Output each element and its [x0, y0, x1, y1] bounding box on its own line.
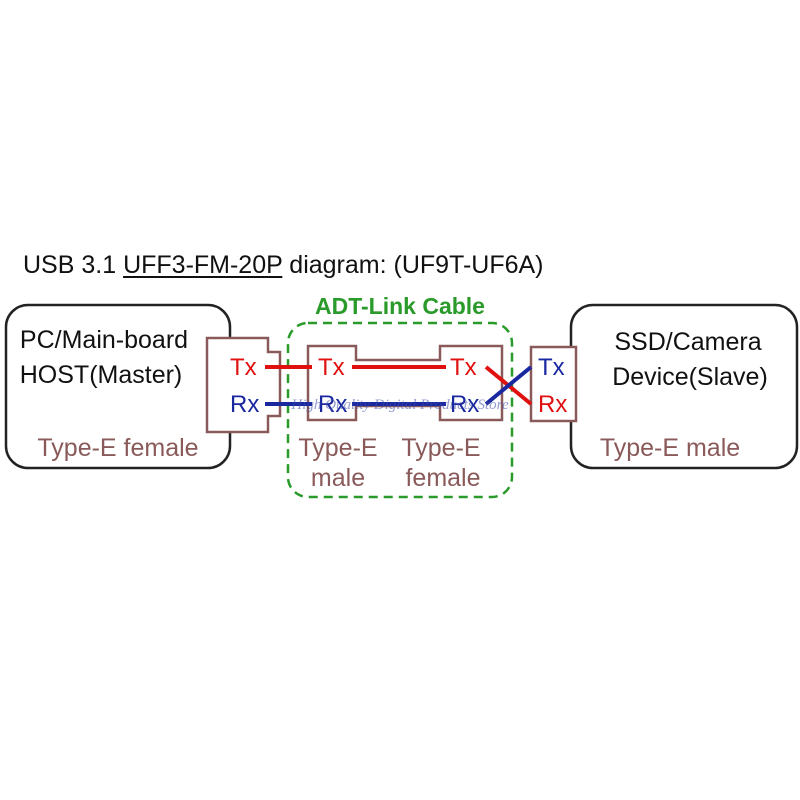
cable-enclosure	[286, 321, 514, 499]
device-connector-label: Type-E male	[600, 434, 740, 462]
title-prefix: USB 3.1	[23, 251, 124, 279]
cable-right-end-line2: female	[405, 464, 480, 492]
host-tx-label: Tx	[230, 354, 257, 381]
store-watermark: High Quality Digital Products Store	[290, 397, 509, 413]
title-suffix: diagram: (UF9T-UF6A)	[282, 251, 544, 279]
device-rx-label: Rx	[538, 391, 567, 418]
cable-label: ADT-Link Cable	[315, 293, 485, 319]
host-label-line1: PC/Main-board	[20, 326, 188, 354]
cable-male-plug	[306, 344, 504, 422]
diagram-title: USB 3.1 UFF3-FM-20P diagram: (UF9T-UF6A)	[23, 251, 544, 280]
device-label-line2: Device(Slave)	[612, 363, 768, 391]
host-female-connector	[205, 336, 282, 434]
title-model: UFF3-FM-20P	[123, 251, 283, 279]
rx-crossover-wire	[484, 365, 533, 406]
plug-rx-label: Rx	[318, 391, 347, 418]
socket-rx-label: Rx	[450, 391, 479, 418]
device-male-connector	[529, 345, 578, 423]
plug-tx-label: Tx	[318, 354, 345, 381]
cable-left-end-line2: male	[311, 464, 365, 492]
device-label-line1: SSD/Camera	[614, 328, 761, 356]
cable-left-end-line1: Type-E	[298, 434, 377, 462]
host-label-line2: HOST(Master)	[20, 361, 183, 389]
host-connector-label: Type-E female	[37, 434, 198, 462]
host-rx-label: Rx	[230, 391, 259, 418]
socket-tx-label: Tx	[450, 354, 477, 381]
device-tx-label: Tx	[538, 354, 565, 381]
cable-right-end-line1: Type-E	[401, 434, 480, 462]
